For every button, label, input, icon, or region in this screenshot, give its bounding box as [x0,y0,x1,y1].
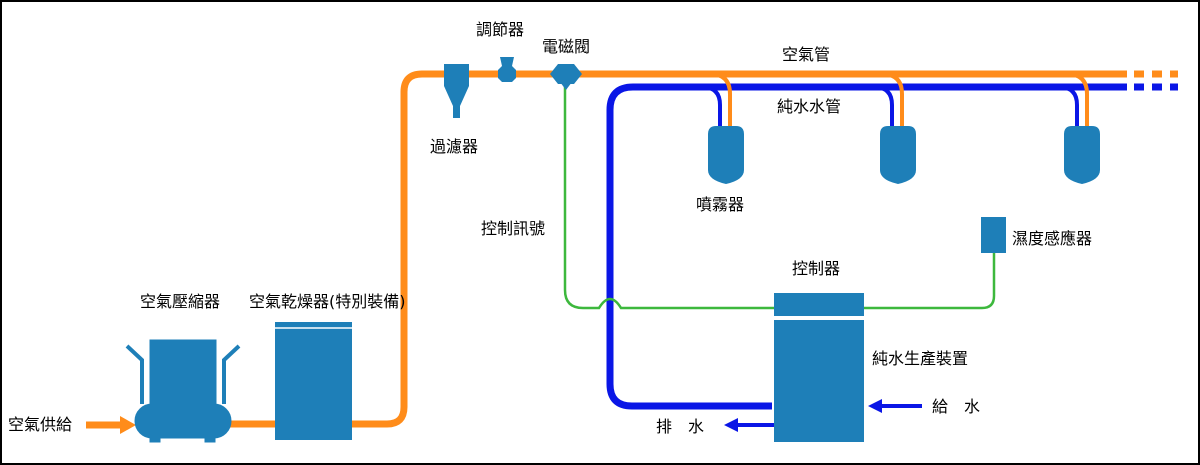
air-compressor [125,339,241,443]
solenoid-valve [550,64,582,90]
sprayer-feed-lines [701,72,1089,130]
air-supply-arrow [86,416,136,434]
label-air-dryer: 空氣乾燥器(特別裝備) [249,292,406,311]
label-drain: 排 水 [656,417,704,436]
label-air-pipe: 空氣管 [782,45,830,64]
humidity-sensor [981,217,1006,253]
drain-arrow [724,418,774,432]
pure-water-pipe [606,83,1127,410]
air-dryer [275,322,352,440]
label-solenoid-valve: 電磁閥 [542,37,590,56]
water-supply-arrow [868,399,922,413]
pure-water-unit [774,320,864,442]
label-humidity-sensor: 濕度感應器 [1012,229,1092,248]
sprayer-2 [880,126,916,184]
label-air-compressor: 空氣壓縮器 [140,292,220,311]
label-controller: 控制器 [792,259,840,278]
label-regulator: 調節器 [476,20,524,39]
controller [774,293,864,316]
sprayer-1 [708,126,744,184]
regulator [498,57,516,82]
control-signal-line [563,80,996,310]
label-pure-water-unit: 純水生產裝置 [872,349,968,368]
filter [444,64,469,118]
label-air-supply: 空氣供給 [8,415,72,434]
label-water-supply: 給 水 [932,397,980,416]
sprayer-3 [1064,126,1100,184]
label-filter: 過濾器 [430,137,478,156]
label-sprayer: 噴霧器 [696,195,744,214]
label-control-signal: 控制訊號 [481,219,545,238]
label-pure-water-pipe: 純水水管 [777,97,841,116]
